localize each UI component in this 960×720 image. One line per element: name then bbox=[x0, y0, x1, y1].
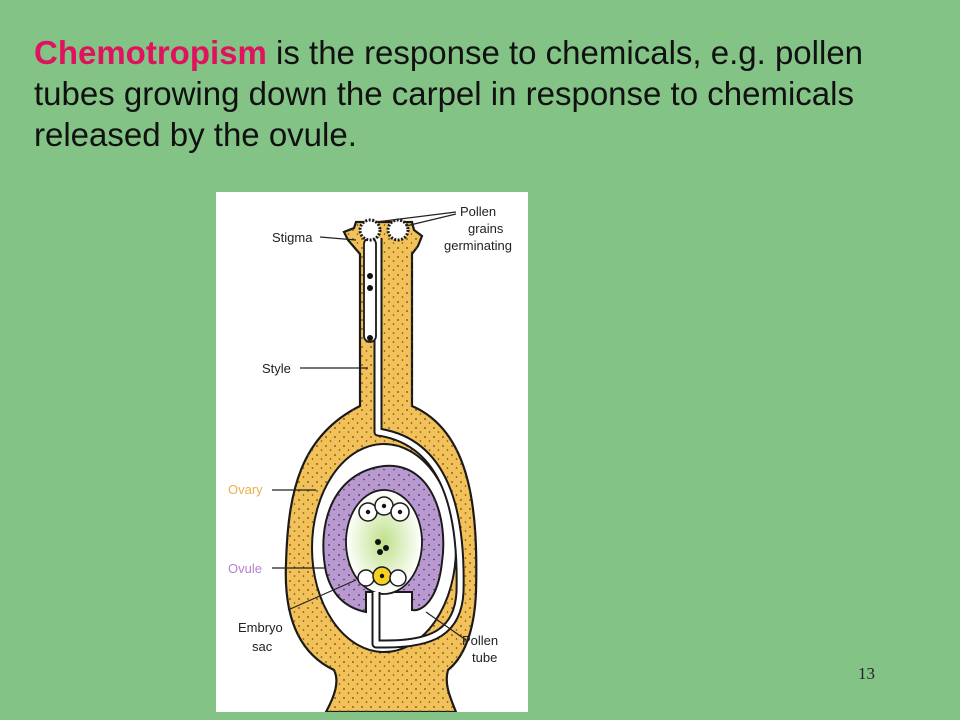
label-stigma: Stigma bbox=[272, 230, 313, 245]
label-pollen-grains-2: grains bbox=[468, 221, 504, 236]
label-embryo-sac-2: sac bbox=[252, 639, 273, 654]
slide-heading: Chemotropism is the response to chemical… bbox=[34, 32, 934, 155]
heading-text: is the response to chemicals, e.g. polle… bbox=[34, 34, 864, 153]
label-pollen-tube-1: Pollen bbox=[462, 633, 498, 648]
label-embryo-sac-1: Embryo bbox=[238, 620, 283, 635]
label-pollen-grains-1: Pollen bbox=[460, 204, 496, 219]
heading-term: Chemotropism bbox=[34, 34, 267, 71]
pollen-grain bbox=[358, 218, 382, 242]
label-pollen-grains-3: germinating bbox=[444, 238, 512, 253]
label-pollen-tube-2: tube bbox=[472, 650, 497, 665]
carpel-diagram: Pollen grains germinating Stigma Style O… bbox=[216, 192, 528, 712]
label-ovary: Ovary bbox=[228, 482, 263, 497]
carpel-diagram-svg: Pollen grains germinating Stigma Style O… bbox=[228, 204, 512, 712]
pollen-grain bbox=[386, 218, 410, 242]
slide-number: 13 bbox=[858, 664, 875, 683]
label-style: Style bbox=[262, 361, 291, 376]
label-ovule: Ovule bbox=[228, 561, 262, 576]
